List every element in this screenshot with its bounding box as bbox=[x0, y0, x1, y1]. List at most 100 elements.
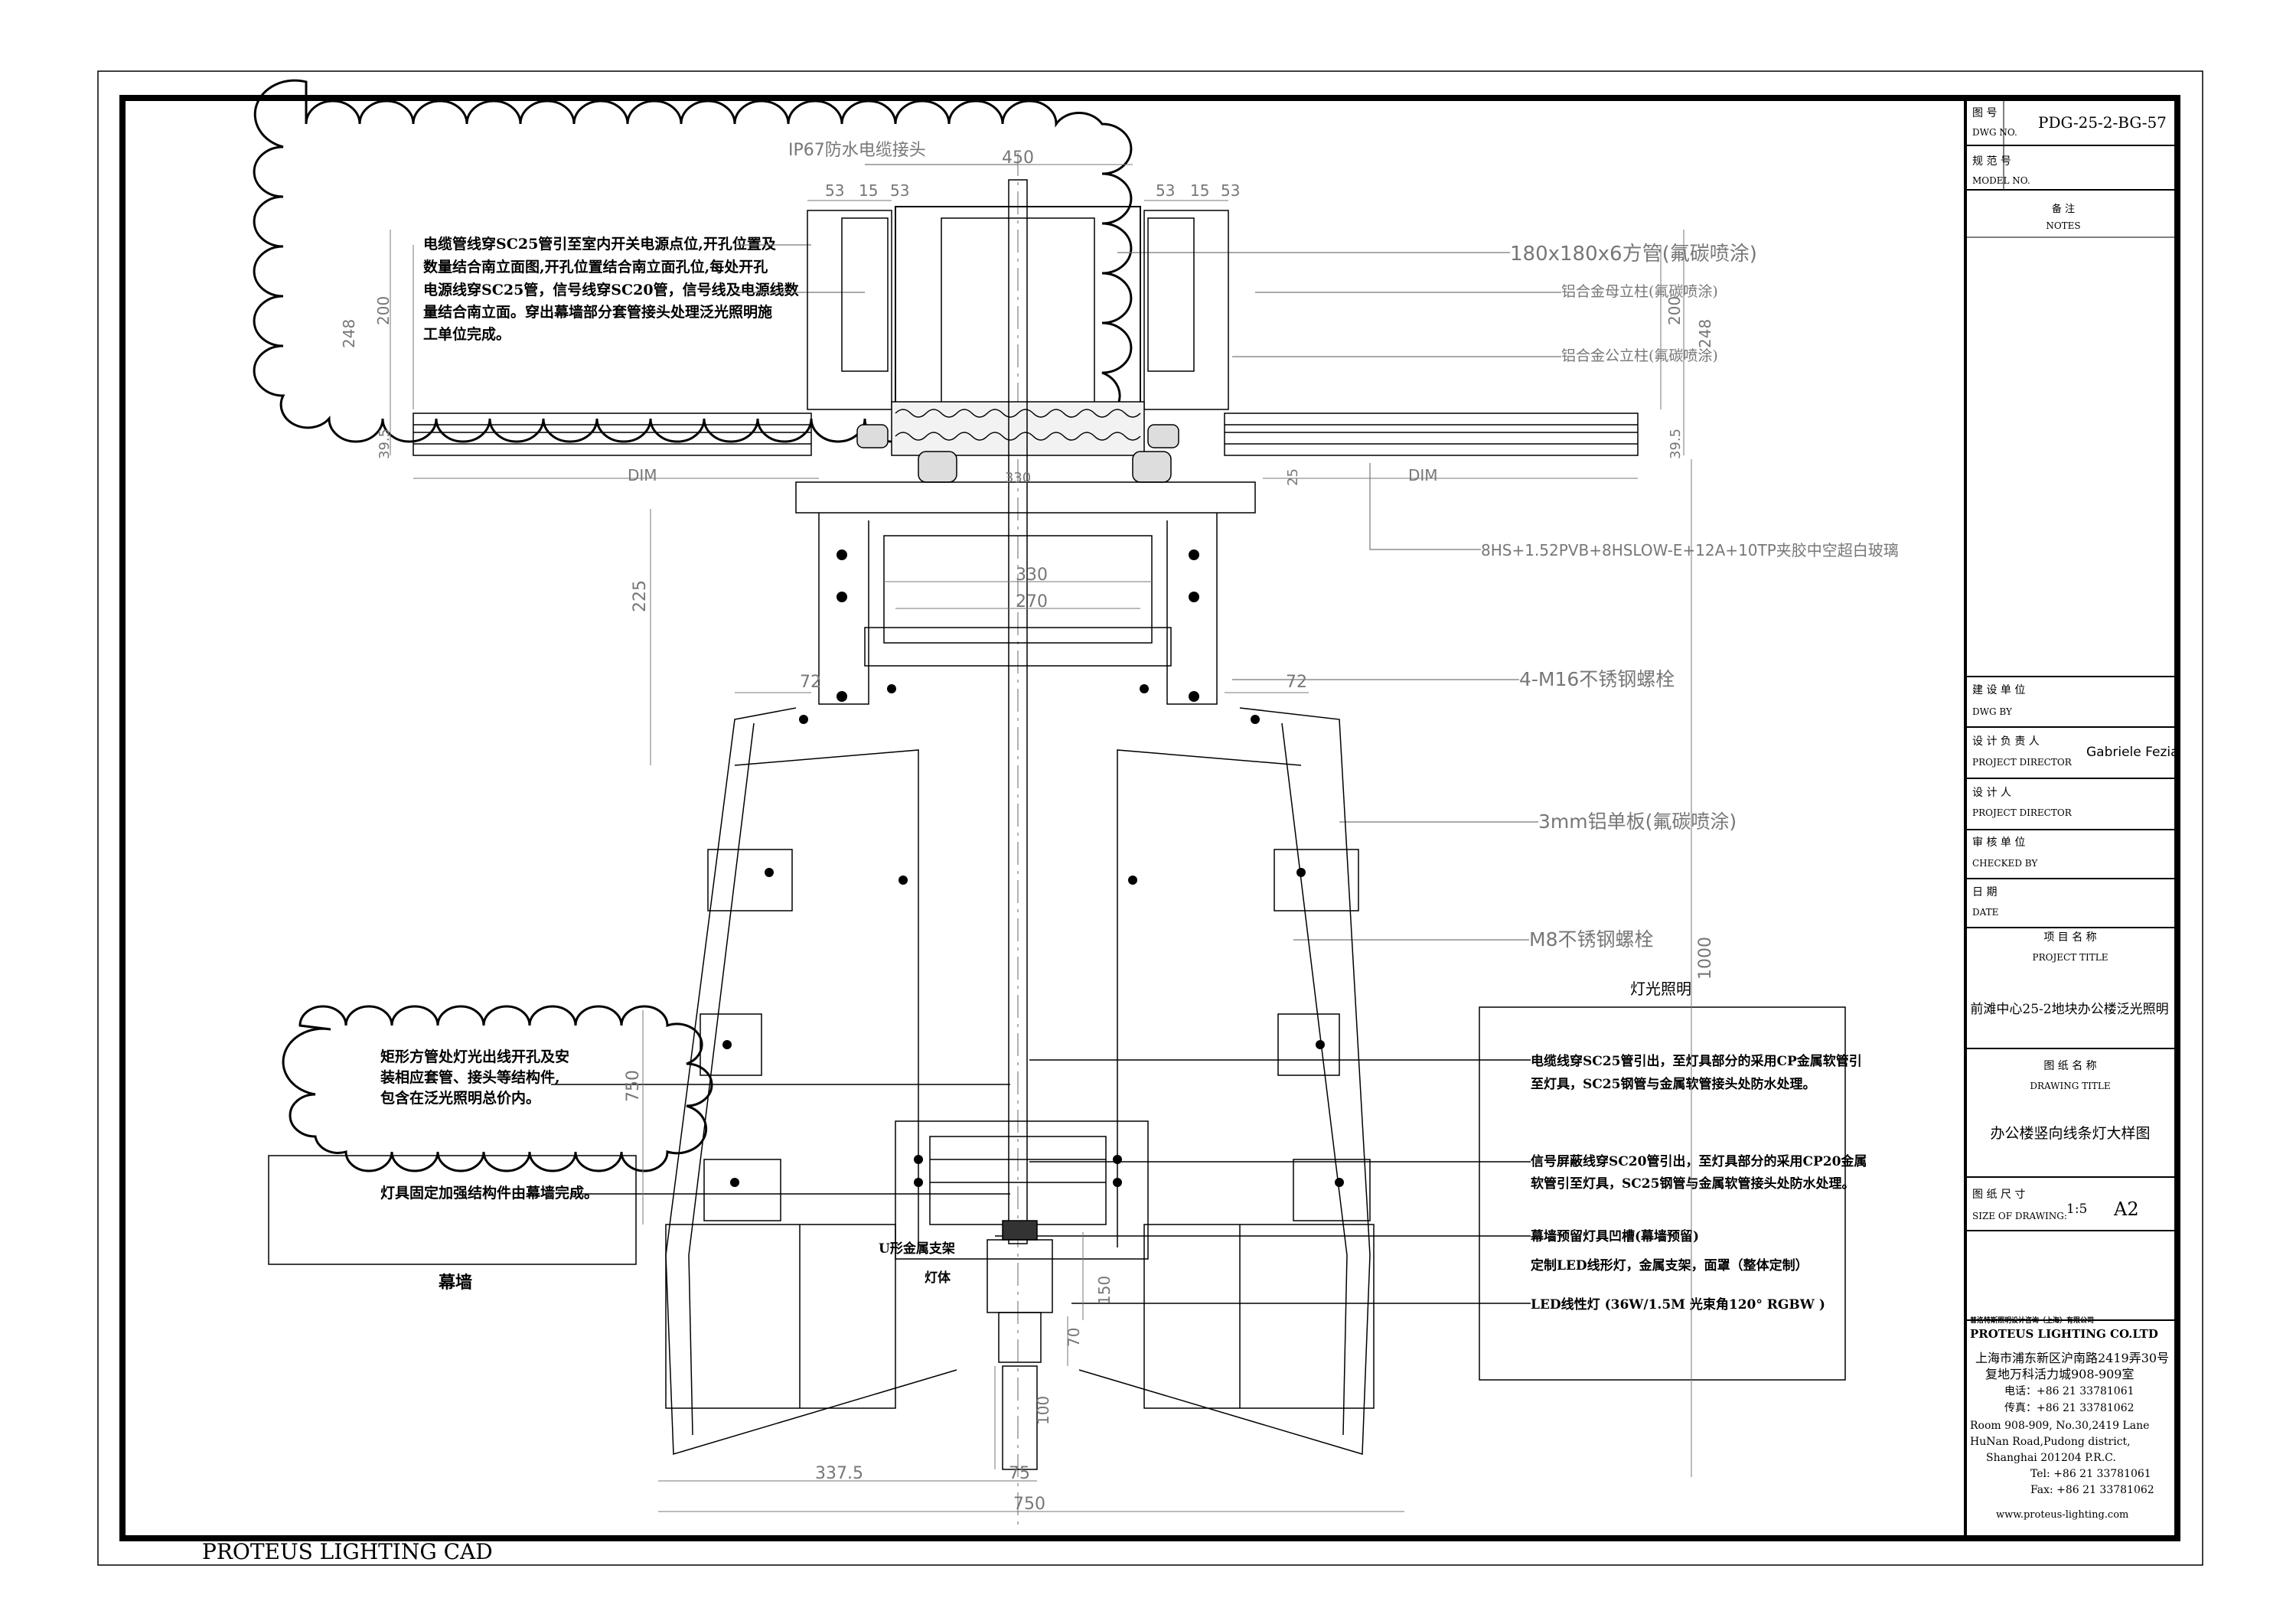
cloud-note-1-text: 电缆管线穿SC25管引至室内开关电源点位,开孔位置及 数量结合南立面图,开孔位置… bbox=[423, 235, 800, 343]
dwg-no-en: DWG NO. bbox=[1972, 127, 2017, 138]
dim-70: 70 bbox=[1065, 1328, 1083, 1347]
dimension-lines bbox=[390, 164, 1692, 1512]
dim-72-r: 72 bbox=[1286, 673, 1307, 692]
cloud-note-2-line-3: 包含在泛光照明总价内。 bbox=[380, 1089, 540, 1107]
dim-330: 330 bbox=[1016, 566, 1048, 585]
dim-72-l: 72 bbox=[800, 673, 821, 692]
dim-750: 750 bbox=[1013, 1495, 1045, 1514]
dim-53-r1: 53 bbox=[1156, 181, 1175, 200]
cloud-note-2-line-1: 矩形方管处灯光出线开孔及安 bbox=[380, 1048, 569, 1065]
label-tube: 180x180x6方管(氟碳喷涂) bbox=[1510, 243, 1757, 266]
tel-cn: 电话：+86 21 33781061 bbox=[2004, 1385, 2135, 1397]
title-block bbox=[1964, 98, 2177, 1538]
lighting-note-2b: 软管引至灯具，SC25钢管与金属软管接头处防水处理。 bbox=[1531, 1176, 1854, 1192]
company-cn: 普洛特斯照明设计咨询（上海）有限公司 bbox=[1970, 1316, 2094, 1325]
inner-border bbox=[119, 95, 2180, 1541]
dim-75: 75 bbox=[1009, 1464, 1030, 1483]
dim-225: 225 bbox=[631, 580, 650, 612]
cloud-note-2-text: 矩形方管处灯光出线开孔及安 装相应套管、接头等结构件, 包含在泛光照明总价内。 bbox=[380, 1048, 569, 1107]
pd-name: Gabriele Fezia bbox=[2086, 745, 2179, 760]
fax-en: Fax: +86 21 33781062 bbox=[2030, 1484, 2154, 1496]
label-u-bracket: U形金属支架 bbox=[879, 1241, 955, 1257]
right-labels: 180x180x6方管(氟碳喷涂) 铝合金母立柱(氟碳喷涂) 铝合金公立柱(氟碳… bbox=[788, 141, 1899, 951]
dwg-no-cn: 图 号 bbox=[1972, 107, 1997, 119]
model-no-cn: 规 范 号 bbox=[1972, 155, 2011, 168]
dim-248-r: 248 bbox=[1696, 319, 1714, 348]
label-bolt-m8: M8不锈钢螺栓 bbox=[1529, 928, 1653, 951]
dim-15-l: 15 bbox=[859, 181, 878, 200]
label-mugiang: 幕墙 bbox=[438, 1273, 472, 1293]
address-en-3: Shanghai 201204 P.R.C. bbox=[1986, 1452, 2116, 1464]
address-cn-2: 复地万科活力城908-909室 bbox=[1985, 1367, 2135, 1381]
size-cn: 图 纸 尺 寸 bbox=[1972, 1189, 2025, 1201]
dim-dim-r: DIM bbox=[1408, 466, 1438, 484]
address-en-2: HuNan Road,Pudong district, bbox=[1970, 1436, 2131, 1448]
lighting-notes-text: 电缆线穿SC25管引出，至灯具部分的采用CP金属软管引 至灯具，SC25钢管与金… bbox=[1530, 1053, 1867, 1313]
pd-cn: 设 计 负 责 人 bbox=[1972, 735, 2040, 748]
box-note-1-text: 灯具固定加强结构件由幕墙完成。 bbox=[380, 1184, 598, 1202]
pd-en: PROJECT DIRECTOR bbox=[1972, 757, 2073, 768]
dwg-by-cn: 建 设 单 位 bbox=[1972, 684, 2025, 696]
box-note-1 bbox=[268, 1155, 637, 1265]
checked-en: CHECKED BY bbox=[1972, 858, 2038, 869]
cad-footer-label: PROTEUS LIGHTING CAD bbox=[202, 1539, 493, 1564]
cloud-note-1-line-1: 电缆管线穿SC25管引至室内开关电源点位,开孔位置及 bbox=[423, 235, 777, 253]
dim-337: 337.5 bbox=[815, 1464, 863, 1483]
notes-en: NOTES bbox=[2046, 220, 2080, 231]
date-en: DATE bbox=[1972, 907, 1998, 918]
dim-248-l: 248 bbox=[340, 319, 358, 348]
tel-en: Tel: +86 21 33781061 bbox=[2030, 1468, 2151, 1480]
dim-270: 270 bbox=[1016, 592, 1048, 611]
label-ip67: IP67防水电缆接头 bbox=[788, 141, 926, 160]
lighting-note-5: LED线性灯 (36W/1.5M 光束角120° RGBW ) bbox=[1531, 1296, 1825, 1313]
label-bolt-m16: 4-M16不锈钢螺栓 bbox=[1519, 668, 1675, 690]
label-lamp-body: 灯体 bbox=[925, 1270, 951, 1286]
dim-53-r2: 53 bbox=[1221, 181, 1240, 200]
lighting-note-1b: 至灯具，SC25钢管与金属软管接头处防水处理。 bbox=[1531, 1076, 1815, 1092]
lighting-leaders bbox=[995, 1059, 1531, 1304]
drawing-title-cn: 图 纸 名 称 bbox=[2043, 1060, 2096, 1072]
label-glass: 8HS+1.52PVB+8HSLOW-E+12A+10TP夹胶中空超白玻璃 bbox=[1481, 541, 1899, 559]
dim-53-l1: 53 bbox=[825, 181, 844, 200]
drawing-title: 办公楼竖向线条灯大样图 bbox=[1990, 1125, 2150, 1142]
drawing-title-en: DRAWING TITLE bbox=[2030, 1081, 2110, 1091]
cloud-note-1-line-3: 电源线穿SC25管，信号线穿SC20管，信号线及电源线数 bbox=[423, 281, 800, 298]
project-title-cn: 项 目 名 称 bbox=[2043, 931, 2096, 944]
model-no-en: MODEL NO. bbox=[1972, 175, 2030, 186]
dim-15-r: 15 bbox=[1190, 181, 1209, 200]
dwg-by-en: DWG BY bbox=[1972, 706, 2013, 717]
lighting-header: 灯光照明 bbox=[1630, 980, 1691, 998]
scale: 1:5 bbox=[2066, 1202, 2087, 1217]
dim-450: 450 bbox=[1002, 148, 1034, 168]
cloud-note-1-line-4: 量结合南立面。穿出幕墙部分套管接头处理泛光照明施 bbox=[423, 303, 772, 321]
dim-750-v: 750 bbox=[624, 1070, 643, 1102]
checked-cn: 审 核 单 位 bbox=[1972, 836, 2025, 849]
cloud-note-1-line-2: 数量结合南立面图,开孔位置结合南立面孔位,每处开孔 bbox=[423, 258, 768, 276]
lighting-note-1a: 电缆线穿SC25管引出，至灯具部分的采用CP金属软管引 bbox=[1531, 1053, 1862, 1069]
title-block-text: 图 号 DWG NO. PDG-25-2-BG-57 规 范 号 MODEL N… bbox=[1970, 107, 2179, 1521]
lighting-notes-box bbox=[1479, 1006, 1846, 1381]
cloud-note-1-line-5: 工单位完成。 bbox=[423, 325, 510, 343]
cloud-note-2-line-2: 装相应套管、接头等结构件, bbox=[380, 1068, 560, 1086]
dim-39-r: 39.5 bbox=[1668, 429, 1684, 459]
label-male-mullion: 铝合金公立柱(氟碳喷涂) bbox=[1561, 347, 1718, 364]
dim-200-l: 200 bbox=[374, 296, 393, 325]
dimension-texts: 450 53 15 53 53 15 53 248 200 39.5 248 2… bbox=[340, 148, 1715, 1514]
dim-39-l: 39.5 bbox=[377, 429, 393, 459]
fax-cn: 传真：+86 21 33781062 bbox=[2004, 1402, 2135, 1414]
dim-dim-l: DIM bbox=[628, 466, 657, 484]
dim-53-l2: 53 bbox=[890, 181, 909, 200]
designer-cn: 设 计 人 bbox=[1972, 787, 2011, 799]
size-en: SIZE OF DRAWING: bbox=[1972, 1211, 2067, 1221]
dwg-no: PDG-25-2-BG-57 bbox=[2038, 113, 2167, 132]
dim-150: 150 bbox=[1095, 1276, 1114, 1305]
date-cn: 日 期 bbox=[1972, 886, 1997, 898]
lighting-note-2a: 信号屏蔽线穿SC20管引出，至灯具部分的采用CP20金属 bbox=[1531, 1153, 1867, 1169]
label-mother-mullion: 铝合金母立柱(氟碳喷涂) bbox=[1561, 283, 1718, 300]
paper-size: A2 bbox=[2113, 1198, 2139, 1220]
address-en-1: Room 908-909, No.30,2419 Lane bbox=[1970, 1420, 2149, 1432]
company-en: PROTEUS LIGHTING CO.LTD bbox=[1970, 1327, 2158, 1341]
detail-drawing bbox=[413, 153, 1639, 1531]
address-cn-1: 上海市浦东新区沪南路2419弄30号 bbox=[1975, 1351, 2169, 1365]
